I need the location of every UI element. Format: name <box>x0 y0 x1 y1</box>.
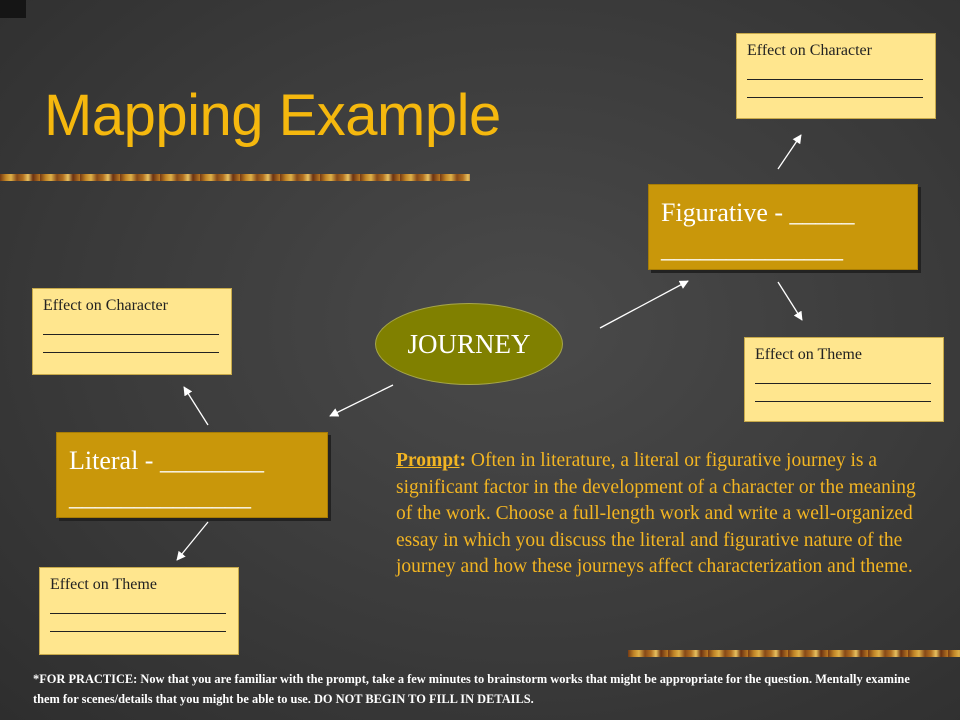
prompt-text: Often in literature, a literal or figura… <box>396 450 916 578</box>
figurative-node: Figurative - _____ ______________ <box>648 184 918 270</box>
box-label: Effect on Character <box>747 42 872 59</box>
arrow-journey-to-literal <box>329 384 394 417</box>
box-label: Effect on Theme <box>50 576 157 593</box>
arrow-figurative-to-character <box>777 134 802 170</box>
blank-line <box>50 596 226 614</box>
literal-effect-on-theme-box: Effect on Theme <box>39 567 239 655</box>
blank-line <box>755 384 931 402</box>
blank-line <box>50 614 226 632</box>
literal-effect-on-character-box: Effect on Character <box>32 288 232 375</box>
blank-line <box>43 317 219 335</box>
corner-block <box>0 0 26 18</box>
box-label: Effect on Theme <box>755 346 862 363</box>
literal-label: Literal - ________ <box>69 446 264 475</box>
blank-line <box>747 80 923 98</box>
literal-blank: ______________ <box>69 482 251 511</box>
journey-center-oval: JOURNEY <box>375 303 563 385</box>
arrow-literal-to-character <box>183 386 209 426</box>
figurative-label: Figurative - _____ <box>661 198 855 227</box>
figurative-effect-on-character-box: Effect on Character <box>736 33 936 119</box>
journey-label: JOURNEY <box>407 328 531 359</box>
arrow-literal-to-theme <box>176 521 209 561</box>
blank-line <box>747 62 923 80</box>
blank-line <box>755 366 931 384</box>
slide-title: Mapping Example <box>44 83 501 148</box>
arrow-journey-to-figurative <box>599 280 689 329</box>
literal-node: Literal - ________ ______________ <box>56 432 328 518</box>
arrow-figurative-to-theme <box>777 281 803 321</box>
figurative-effect-on-theme-box: Effect on Theme <box>744 337 944 422</box>
prompt-label: Prompt <box>396 450 460 471</box>
figurative-blank: ______________ <box>661 234 843 263</box>
prompt-paragraph: Prompt: Often in literature, a literal o… <box>396 450 916 578</box>
decorative-band-bottom <box>628 650 960 657</box>
practice-footnote: *FOR PRACTICE: Now that you are familiar… <box>33 672 910 706</box>
blank-line <box>43 335 219 353</box>
box-label: Effect on Character <box>43 297 168 314</box>
decorative-band-top <box>0 174 470 181</box>
